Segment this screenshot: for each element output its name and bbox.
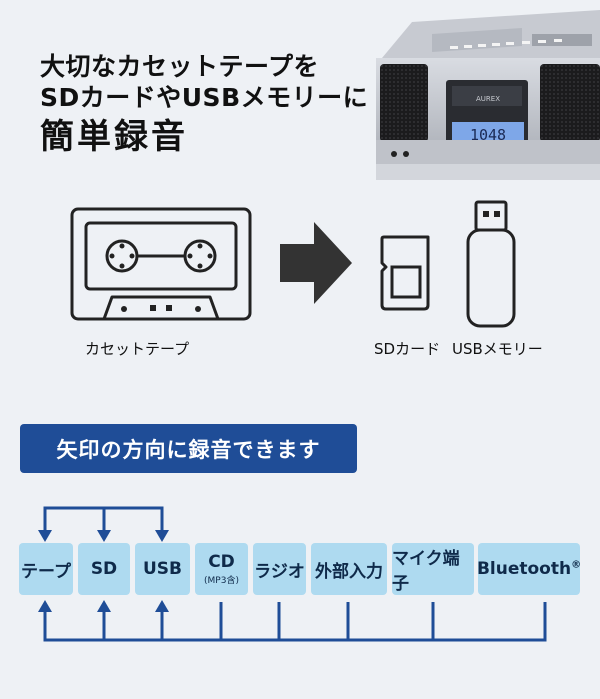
sd-card-icon xyxy=(380,235,430,311)
cassette-tape-label: カセットテープ xyxy=(85,340,190,358)
right-arrow-icon xyxy=(280,222,352,304)
source-external-input: 外部入力 xyxy=(311,543,387,595)
usb-memory-label: USBメモリー xyxy=(452,340,543,358)
source-cd-sublabel: (MP3含) xyxy=(204,576,239,586)
headline-line-3: 簡単録音 xyxy=(40,117,188,157)
headline-line-1: 大切なカセットテープを xyxy=(40,52,320,81)
source-radio-label: ラジオ xyxy=(254,561,305,582)
headline: 大切なカセットテープを SDカードやUSBメモリーに 簡単録音 xyxy=(40,52,368,158)
source-sd: SD xyxy=(78,543,130,595)
cd-radio-cassette-device-image: AUREX 1048 xyxy=(376,10,600,180)
source-bluetooth: Bluetooth® xyxy=(476,543,582,595)
registered-mark: ® xyxy=(571,559,582,571)
headline-line-2: SDカードやUSBメモリーに xyxy=(40,82,369,112)
usb-memory-icon xyxy=(466,200,516,328)
cassette-tape-icon xyxy=(70,205,254,329)
source-mic-jack-label: マイク端子 xyxy=(392,549,460,594)
source-sd-label: SD xyxy=(90,559,118,579)
recording-flow-arrows xyxy=(38,506,547,642)
device-display: 1048 xyxy=(470,126,506,144)
source-usb-label: USB xyxy=(142,559,182,579)
source-mic-jack: マイク端子 xyxy=(392,543,474,595)
sd-card-label: SDカード xyxy=(374,340,441,358)
source-tape-label: テープ xyxy=(21,561,71,582)
source-usb: USB xyxy=(135,543,190,595)
source-cd: CD (MP3含) xyxy=(195,543,248,595)
source-cd-label: CD xyxy=(208,552,235,572)
device-brand: AUREX xyxy=(476,95,500,103)
recording-direction-banner: 矢印の方向に録音できます xyxy=(20,424,357,473)
source-tape: テープ xyxy=(19,543,73,595)
source-external-input-label: 外部入力 xyxy=(315,561,383,582)
source-bluetooth-label: Bluetooth® xyxy=(476,559,582,579)
source-radio: ラジオ xyxy=(253,543,306,595)
